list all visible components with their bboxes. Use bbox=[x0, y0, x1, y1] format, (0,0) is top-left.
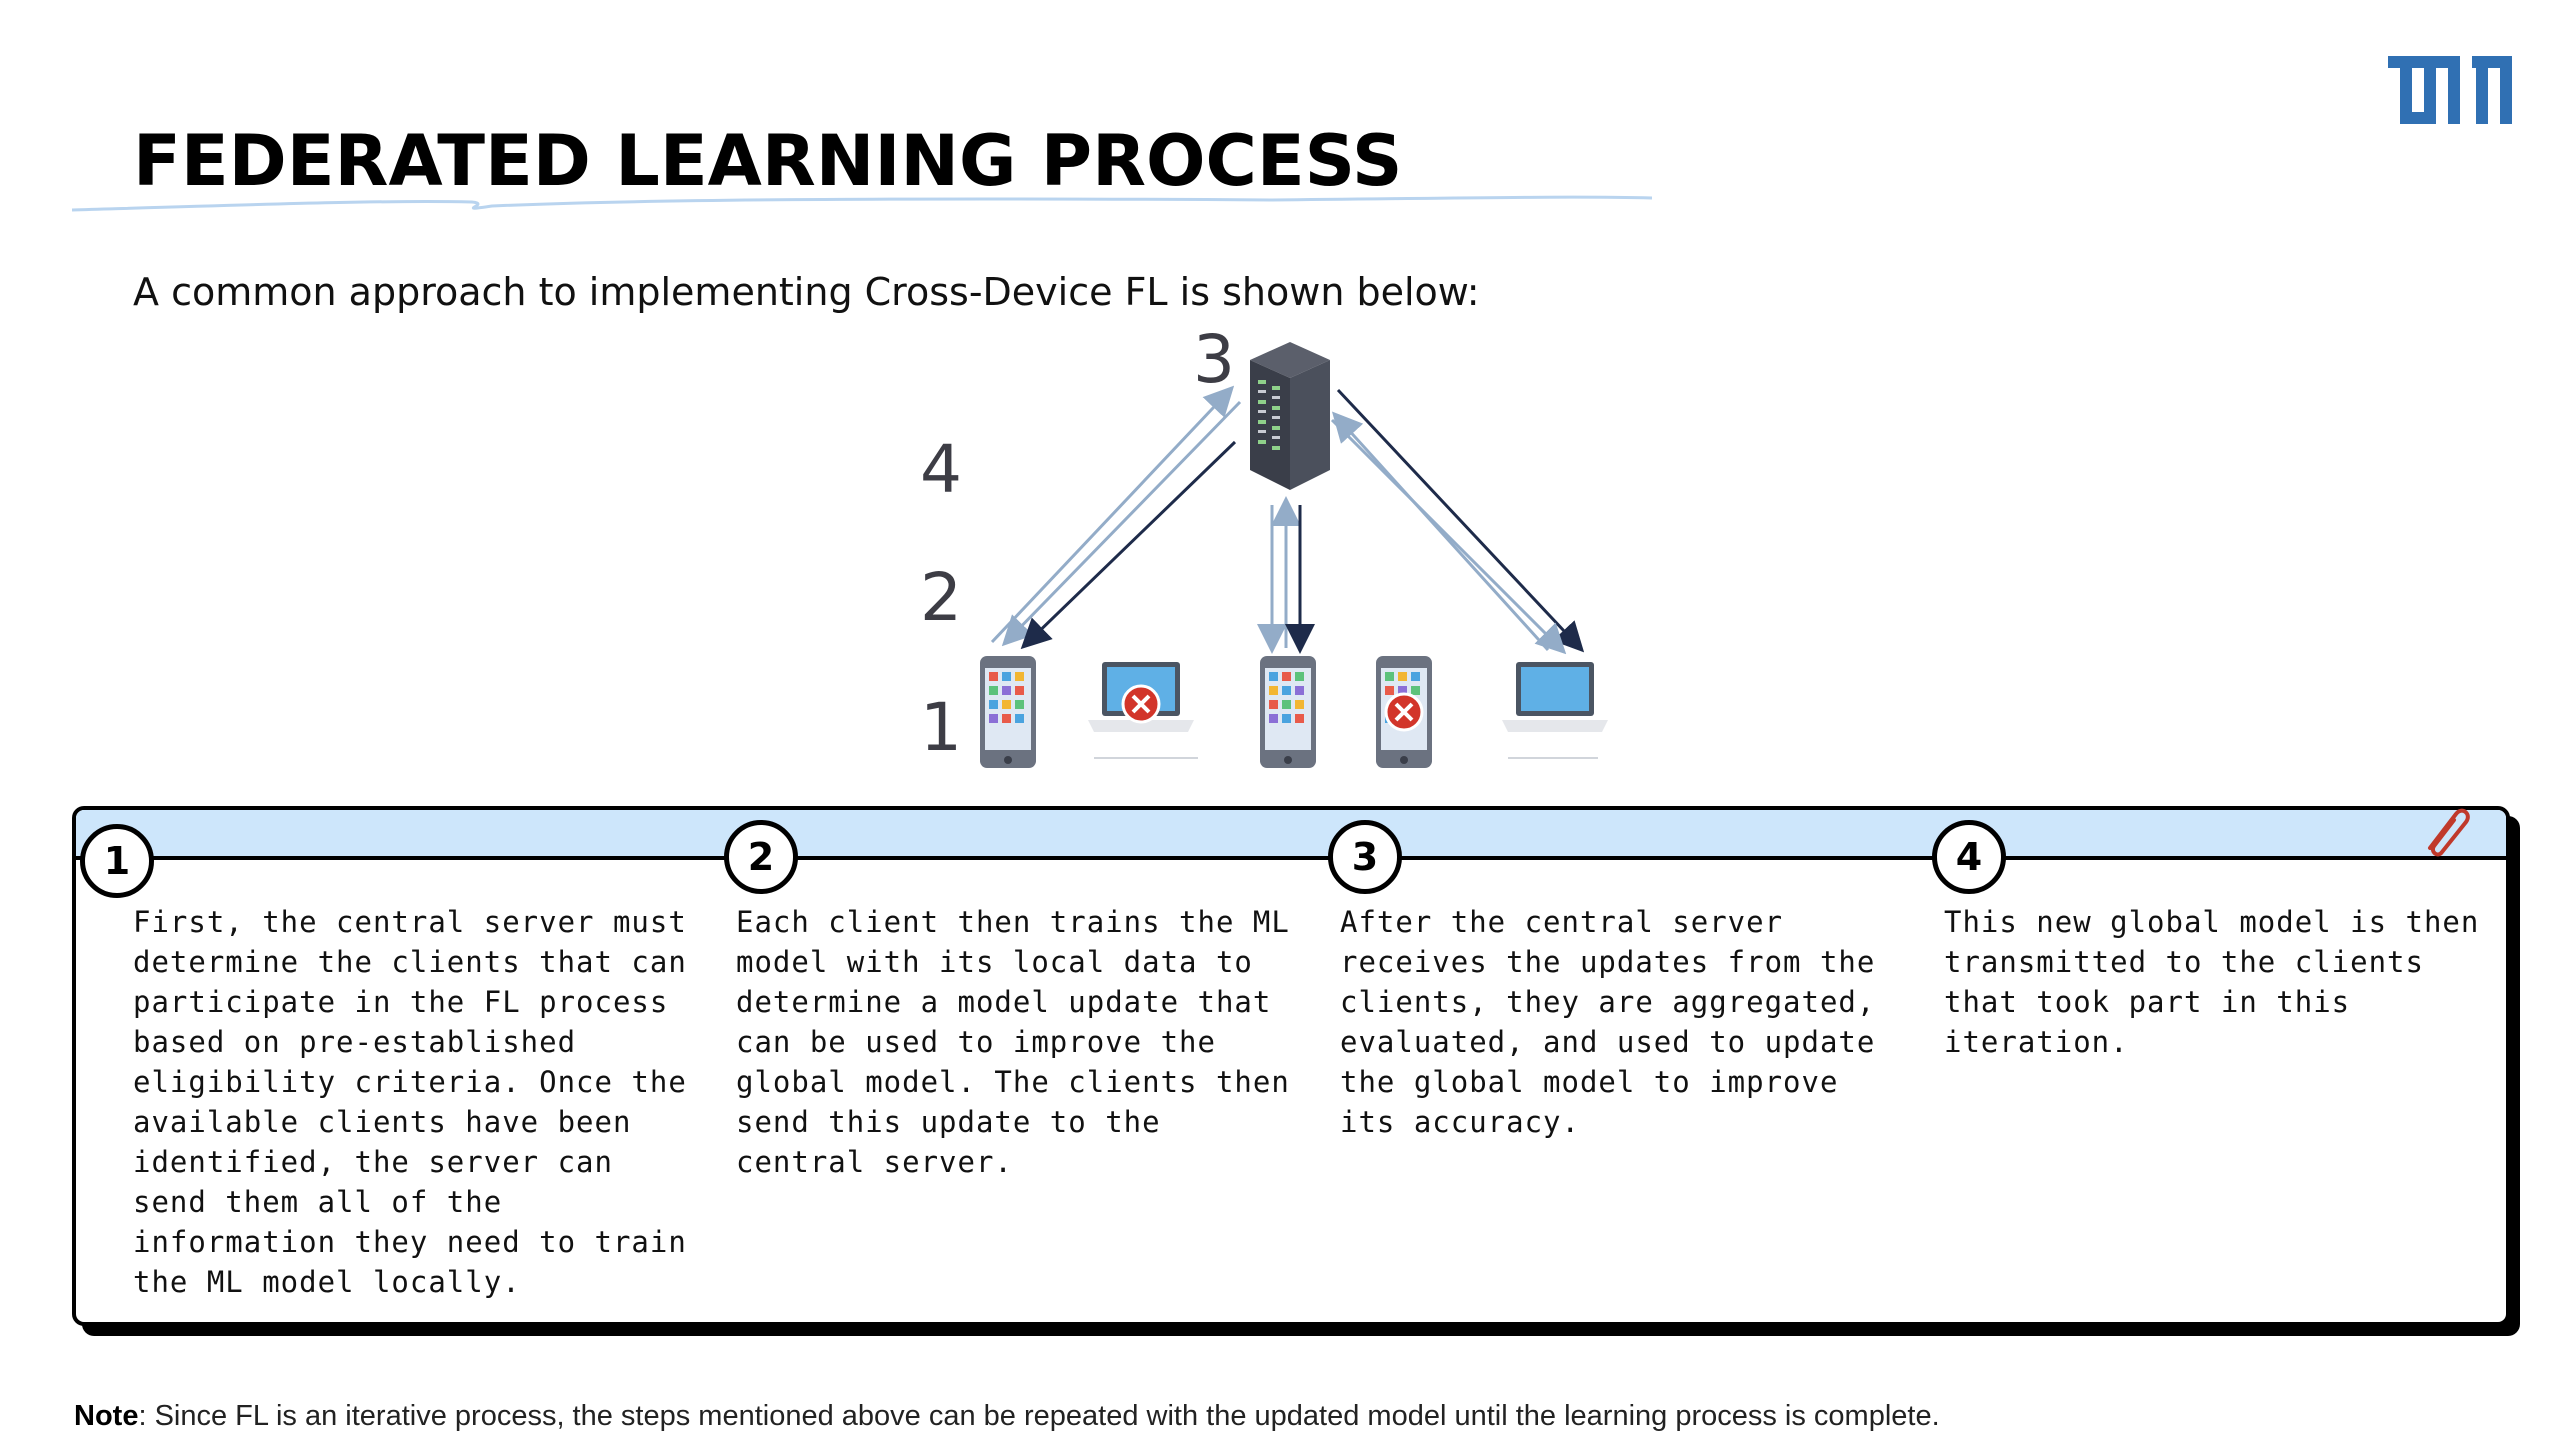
rejected-x-icon bbox=[1384, 692, 1424, 732]
arrow-model bbox=[1336, 388, 1585, 653]
server-icon bbox=[1250, 342, 1330, 490]
step-3-text: After the central server receives the up… bbox=[1340, 905, 1876, 1139]
smartphone-icon bbox=[1260, 656, 1316, 768]
diagram-step-label: 1 bbox=[920, 689, 962, 766]
step-1-text: First, the central server must determine… bbox=[133, 905, 687, 1299]
arrow-upload bbox=[990, 385, 1235, 644]
arrow-download bbox=[1330, 418, 1567, 655]
paperclip-icon bbox=[2428, 808, 2470, 857]
note-text: : Since FL is an iterative process, the … bbox=[138, 1400, 1940, 1432]
footer-note: Note: Since FL is an iterative process, … bbox=[74, 1400, 1940, 1433]
slide-subtitle: A common approach to implementing Cross-… bbox=[133, 270, 1480, 314]
laptop-icon bbox=[1502, 662, 1608, 759]
diagram-step-label: 3 bbox=[1193, 321, 1235, 398]
step-number-4: 4 bbox=[1932, 820, 2006, 894]
smartphone-icon bbox=[980, 656, 1036, 768]
panel-header-band bbox=[76, 810, 2506, 860]
federated-learning-diagram: 3 4 2 1 bbox=[920, 321, 1608, 768]
arrow-download bbox=[1001, 400, 1242, 647]
step-4-text: This new global model is then transmitte… bbox=[1944, 905, 2480, 1059]
diagram-step-label: 2 bbox=[920, 559, 962, 636]
slide-title: FEDERATED LEARNING PROCESS bbox=[133, 120, 1403, 202]
step-number-1: 1 bbox=[80, 824, 154, 898]
rejected-x-icon bbox=[1121, 684, 1161, 724]
step-2-text: Each client then trains the ML model wit… bbox=[736, 905, 1290, 1179]
tum-logo bbox=[2388, 56, 2512, 124]
steps-panel: 1 First, the central server must determi… bbox=[72, 806, 2510, 1326]
diagram-step-label: 4 bbox=[920, 431, 962, 508]
note-label: Note bbox=[74, 1400, 139, 1432]
step-number-2: 2 bbox=[724, 820, 798, 894]
title-underline bbox=[72, 195, 1652, 212]
arrow-upload bbox=[1331, 411, 1550, 652]
arrow-model bbox=[1020, 440, 1237, 650]
step-number-3: 3 bbox=[1328, 820, 1402, 894]
